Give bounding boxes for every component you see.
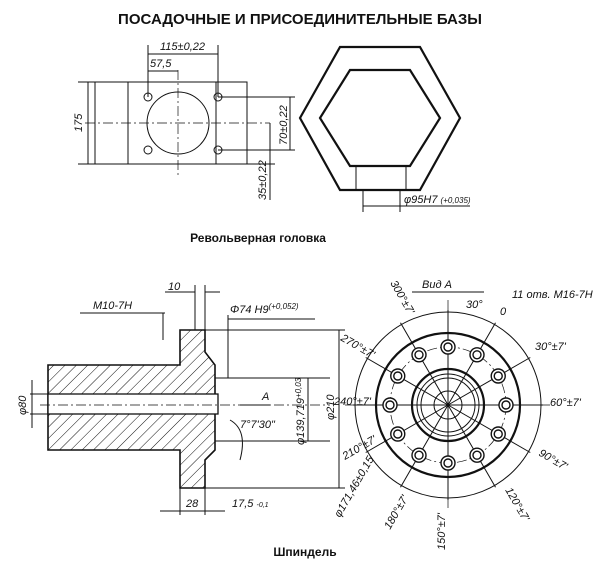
angle-270: 270°±7' [338,332,378,362]
dim-angle: 7°7'30" [240,419,276,431]
angle-ray [447,404,496,488]
dim-28: 28 [185,498,199,510]
view-a: Вид А 11 отв. M16-7H 0 30° 30°±7' 60°±7'… [332,279,593,551]
spindle-caption: Шпиндель [273,545,336,559]
dim-35: 35±0,22 [257,160,269,200]
angle-90: 90°±7' [537,447,571,473]
bolt-hole [493,371,503,381]
dim-80: φ80 [17,395,29,415]
bolt-hole [472,350,482,360]
angle-ray [400,322,449,406]
angle-ray [400,404,449,488]
angle-300: 300°±7' [387,279,416,318]
angle-60: 60°±7' [550,397,582,409]
dim-74: Φ74 H9(+0,052) [230,302,299,316]
dim-thread: M10-7H [93,300,132,312]
dim-57-5: 57,5 [150,58,172,70]
angle-ray [447,404,531,453]
bolt-hole [472,450,482,460]
view-title: Вид А [422,279,452,291]
dim-17-5: 17,5 -0,1 [232,498,269,510]
page-title: ПОСАДОЧНЫЕ И ПРИСОЕДИНИТЕЛЬНЫЕ БАЗЫ [118,11,482,28]
angle-180: 180°±7' [382,493,411,532]
bolt-hole [414,350,424,360]
zero-mark: 0 [500,306,507,318]
bolt-hole [414,450,424,460]
dim-10: 10 [168,281,181,293]
bolt-hole [443,342,453,352]
bolt-hole [501,400,511,410]
bolt-hole [393,429,403,439]
holes-note: 11 отв. M16-7H [512,289,593,301]
angle-ray [447,322,496,406]
bolt-hole [493,429,503,439]
turret-plate-view: 115±0,22 57,5 175 70±0,22 35±0,22 [73,41,295,200]
bolt-hole [393,371,403,381]
turret-hex-view: φ95H7 (+0,035) [298,45,471,212]
dim-210: φ210 [325,394,337,420]
angle-30: 30° [466,299,483,311]
angle-ray [447,357,531,406]
dim-115: 115±0,22 [160,41,205,53]
dim-139: φ139,719+0,03 [294,377,307,445]
angle-240: 240°±7' [333,396,372,408]
bolt-hole [385,400,395,410]
dim-bore: φ95H7 (+0,035) [404,194,471,206]
angle-30-tol: 30°±7' [535,341,567,353]
bolt-hole [443,458,453,468]
dim-175: 175 [73,113,85,132]
angle-ray [365,357,449,406]
turret-caption: Револьверная головка [190,231,326,245]
view-arrow-label: A [261,391,269,403]
angle-ray [365,404,449,453]
angle-150: 150°±7' [436,512,448,550]
angle-120: 120°±7' [502,486,531,525]
spindle-section: M10-7H 10 Φ74 H9(+0,052) φ80 φ139,719+0,… [17,281,345,515]
dim-70: 70±0,22 [278,105,290,145]
